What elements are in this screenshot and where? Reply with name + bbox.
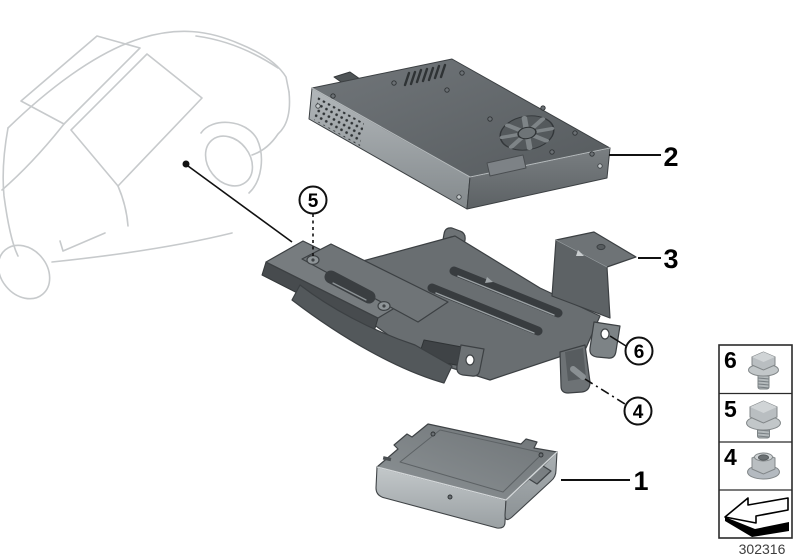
car-outline-sketch (0, 30, 291, 300)
flange-bolt-long-icon (748, 351, 779, 390)
bracket-ear-6-hole (600, 328, 610, 340)
car-roofline (7, 30, 290, 129)
callout-4: 4 (584, 378, 653, 426)
flange-nut-icon (747, 452, 780, 480)
callout-6-label: 6 (634, 342, 645, 363)
module1-inner-panel (399, 429, 544, 493)
car-rear-wheel (204, 135, 254, 187)
callout-4-circle (623, 396, 653, 426)
car-location-dot (182, 160, 190, 168)
module2-vent-grid (314, 97, 364, 146)
bracket-stud (570, 366, 586, 380)
callout-5: 5 (298, 185, 328, 256)
callout-6-circle (624, 336, 654, 366)
callout-2-label: 2 (663, 142, 678, 172)
car-side-window (70, 53, 203, 187)
module2-connector-recess (486, 154, 527, 177)
car-rear-end (251, 91, 291, 156)
car-hood-line (1, 123, 65, 191)
flange-bolt-short-icon (746, 400, 781, 439)
legend-row-bolt-short: 5 (724, 396, 781, 439)
bracket-lower-tab-hole (465, 354, 475, 366)
installation-direction-arrow-icon (724, 497, 789, 537)
callout-3-label: 3 (663, 244, 678, 274)
legend-num-4: 4 (724, 444, 737, 470)
car-front-body (2, 127, 19, 257)
callout-1: 1 (561, 466, 649, 496)
callout-2: 2 (609, 142, 679, 172)
bracket-bend-notch-2 (485, 277, 493, 283)
module2-corner-holes (315, 103, 603, 200)
bracket-front-lip (291, 284, 453, 384)
mounting-bracket-part3 (261, 227, 637, 394)
bracket-flange-screws (306, 255, 391, 312)
video-module-part2 (308, 58, 611, 210)
bracket-flange-step-plate (301, 243, 449, 323)
bracket-flange-slot-edge (332, 282, 367, 301)
bracket-ear-6 (589, 321, 621, 359)
callout-1-label: 1 (633, 466, 648, 496)
module1-tab-slot (382, 456, 392, 462)
module2-vent-slots (403, 63, 447, 87)
leader-line-4 (584, 378, 626, 405)
leader-line-6 (609, 335, 627, 347)
car-rocker-line (59, 232, 106, 252)
callout-6: 6 (609, 335, 654, 366)
hardware-legend: 6 5 (718, 344, 793, 539)
callout-5-circle (298, 185, 328, 215)
car-rear-deck-line (195, 35, 279, 69)
bracket-bend-notch-1 (576, 250, 584, 256)
callout-5-label: 5 (308, 191, 319, 212)
module1-left-face (375, 466, 507, 529)
legend-row-arrow (724, 497, 789, 537)
module2-rim-highlight (311, 87, 611, 178)
car-sill-line (51, 232, 233, 263)
car-front-wheel (0, 244, 51, 300)
module1-rim-highlight (376, 451, 558, 501)
callout-3: 3 (638, 244, 679, 274)
module1-top-face (376, 423, 558, 501)
car-door-line (117, 185, 129, 227)
legend-row-bolt-long: 6 (724, 347, 779, 390)
callout-4-label: 4 (633, 402, 644, 423)
legend-num-6: 6 (724, 347, 737, 373)
bracket-slots (427, 266, 563, 336)
legend-row-nut: 4 (724, 444, 780, 480)
doc-number: 302316 (739, 541, 786, 557)
car-rear-wheel-arch (200, 121, 263, 194)
car-windshield (20, 35, 141, 125)
control-module-part1 (375, 423, 558, 529)
legend-num-5: 5 (724, 396, 737, 422)
module2-fan-icon (499, 115, 555, 151)
car-location-leader (182, 160, 293, 243)
bracket-flange-slot (324, 270, 376, 304)
module1-screws (430, 431, 544, 500)
bracket-flange-screw (596, 243, 606, 251)
